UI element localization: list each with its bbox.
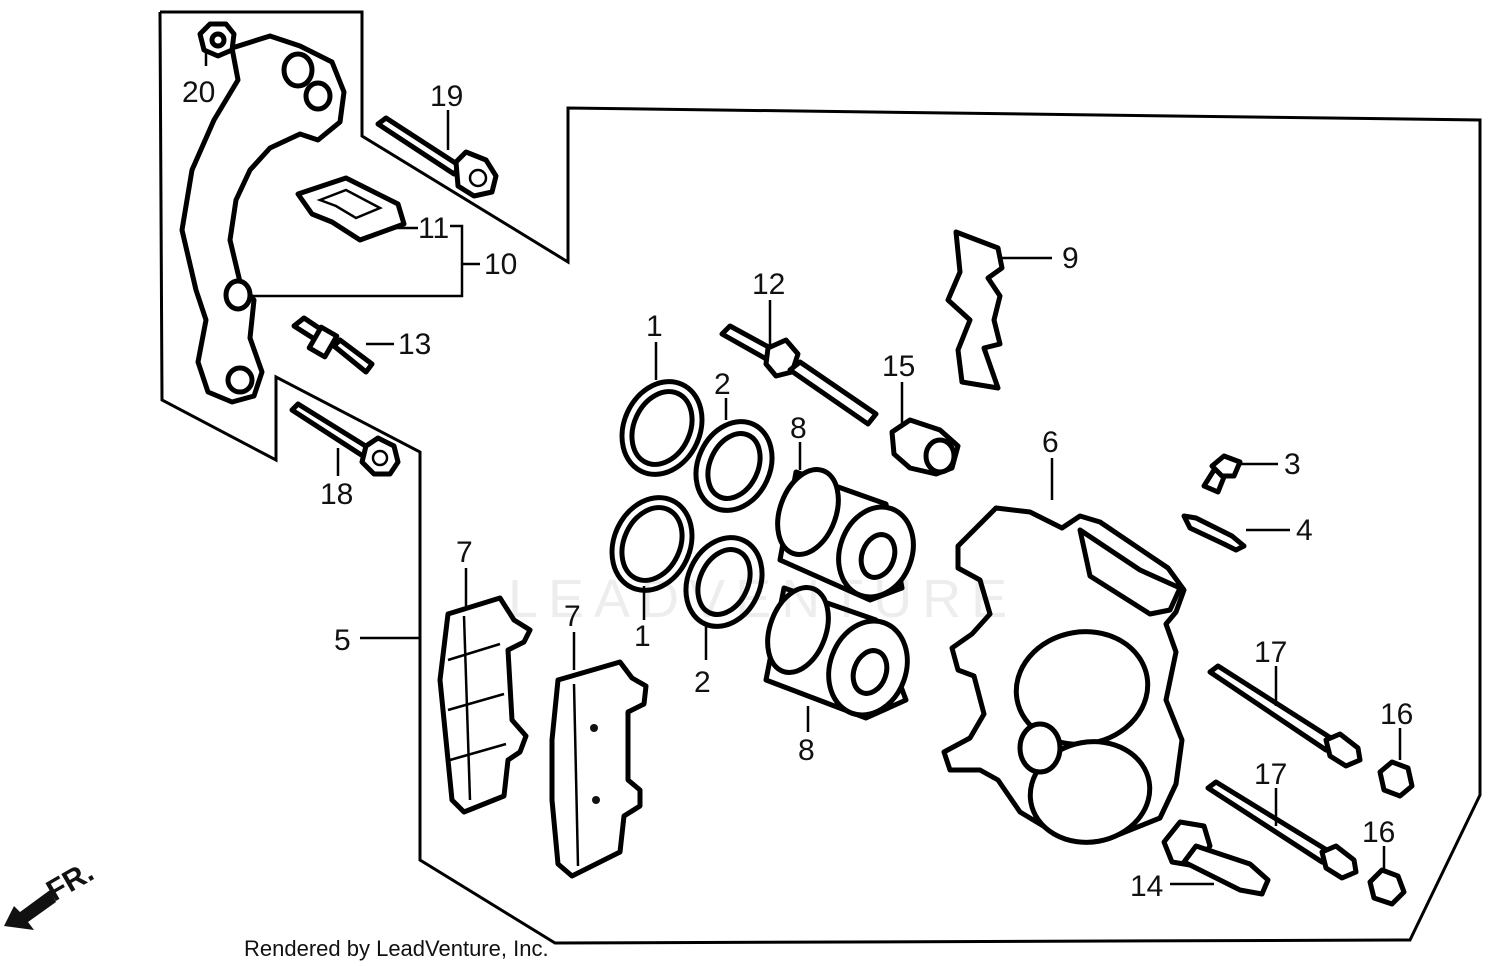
credit-line: Rendered by LeadVenture, Inc.: [244, 936, 549, 961]
piston-8b: [763, 585, 910, 721]
piston-8a: [775, 467, 916, 603]
callout-13: 13: [398, 328, 431, 361]
pad-shim-11: [295, 175, 407, 243]
callout-2a: 2: [714, 368, 731, 401]
callout-18: 18: [320, 478, 353, 511]
callout-1b: 1: [634, 620, 651, 653]
callout-20: 20: [182, 76, 215, 109]
callout-17b: 17: [1254, 758, 1287, 791]
bleeder-valve-3: [1201, 453, 1243, 495]
callout-16b: 16: [1362, 816, 1395, 849]
bleeder-cap-4: [1181, 513, 1247, 553]
brake-pad-left: [437, 595, 533, 815]
callout-5: 5: [334, 624, 351, 657]
slide-pin-17a: [1207, 663, 1363, 769]
callout-11: 11: [418, 212, 449, 245]
watermark: LEADVENTURE: [508, 569, 1018, 629]
callout-19: 19: [430, 80, 463, 113]
callout-17a: 17: [1254, 636, 1287, 669]
callout-7b: 7: [564, 600, 581, 633]
brake-pad-right: [549, 659, 649, 879]
front-direction-arrow: [4, 890, 56, 930]
dust-seal-2a: [693, 419, 775, 513]
slide-pin-17b: [1205, 779, 1359, 881]
pin-bolt-13: [291, 315, 375, 375]
bolt-19: [375, 115, 499, 199]
callout-7a: 7: [456, 536, 473, 569]
bolt-18: [289, 401, 401, 477]
caliper-body-6: [941, 505, 1187, 845]
nut-16a: [1377, 759, 1415, 799]
slide-pin-12: [719, 323, 879, 427]
dust-seal-2b: [683, 535, 765, 629]
callout-1a: 1: [646, 310, 663, 343]
callout-8a: 8: [790, 412, 807, 445]
callout-14: 14: [1130, 870, 1163, 903]
bracket-group-frame: [158, 10, 1482, 945]
callout-6: 6: [1042, 426, 1059, 459]
caliper-bracket: [179, 33, 347, 405]
callout-9: 9: [1062, 242, 1079, 275]
nut-16b: [1367, 867, 1407, 907]
pin-boot-15: [889, 417, 961, 477]
piston-seal-1b: [609, 495, 695, 593]
caliper-bolt-14: [1161, 819, 1271, 897]
callout-10: 10: [484, 248, 517, 281]
callout-4: 4: [1296, 514, 1313, 547]
callout-2b: 2: [694, 666, 711, 699]
callout-3: 3: [1284, 448, 1301, 481]
callout-15: 15: [882, 350, 915, 383]
pad-spring-9: [945, 229, 1005, 391]
callout-12: 12: [752, 268, 785, 301]
callout-8b: 8: [798, 734, 815, 767]
callout-16a: 16: [1380, 698, 1413, 731]
piston-seal-1a: [619, 379, 705, 477]
